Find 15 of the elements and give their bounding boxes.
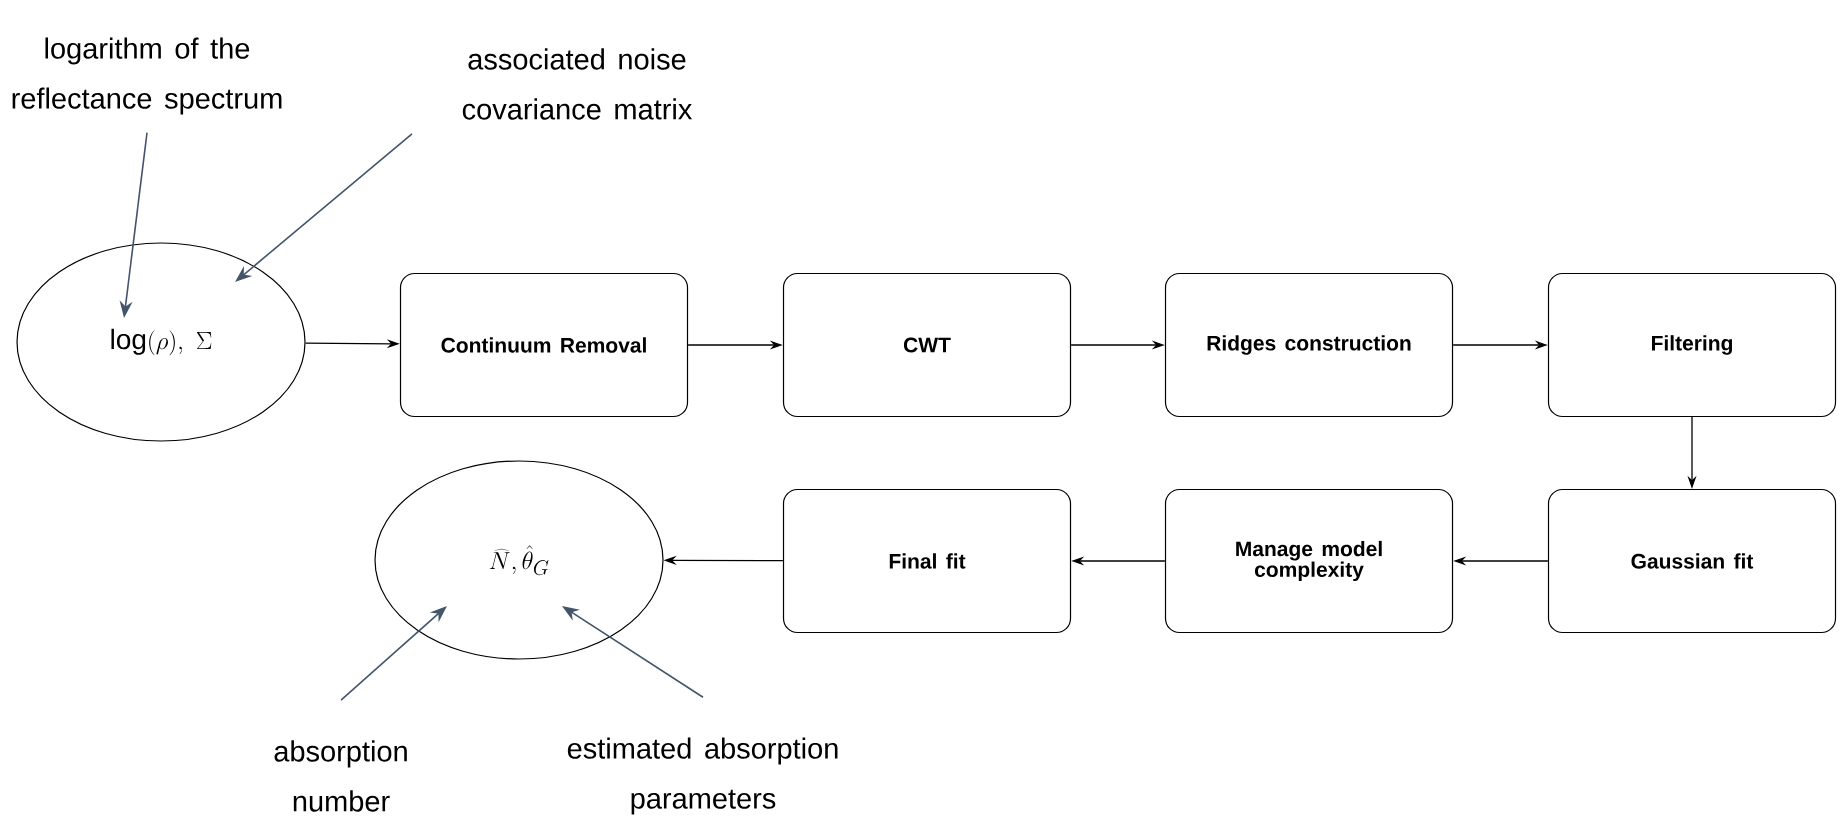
- ellipse-node: $\widehat{N},\hat{\theta}_G$: [374, 460, 664, 660]
- leader-arrow: [340, 606, 447, 701]
- annotation-text: associated noise covariance matrix: [462, 48, 693, 120]
- process-box: Ridges construction: [1164, 272, 1454, 418]
- process-box: Continuum Removal: [399, 272, 689, 418]
- annotation-text: logarithm of the reflectance spectrum: [12, 37, 282, 115]
- annotation-text: estimated absorption parameters: [567, 737, 838, 815]
- process-box: CWT: [782, 272, 1072, 418]
- process-box: Filtering: [1547, 272, 1837, 418]
- annotation-text: absorption number: [274, 740, 407, 812]
- ellipse-node: $\log(\rho),\ \Sigma$: [16, 242, 306, 442]
- process-box: Gaussian fit: [1547, 488, 1837, 634]
- process-box: Manage model complexity: [1164, 488, 1454, 634]
- leader-arrow: [235, 133, 413, 282]
- process-box: Final fit: [782, 488, 1072, 634]
